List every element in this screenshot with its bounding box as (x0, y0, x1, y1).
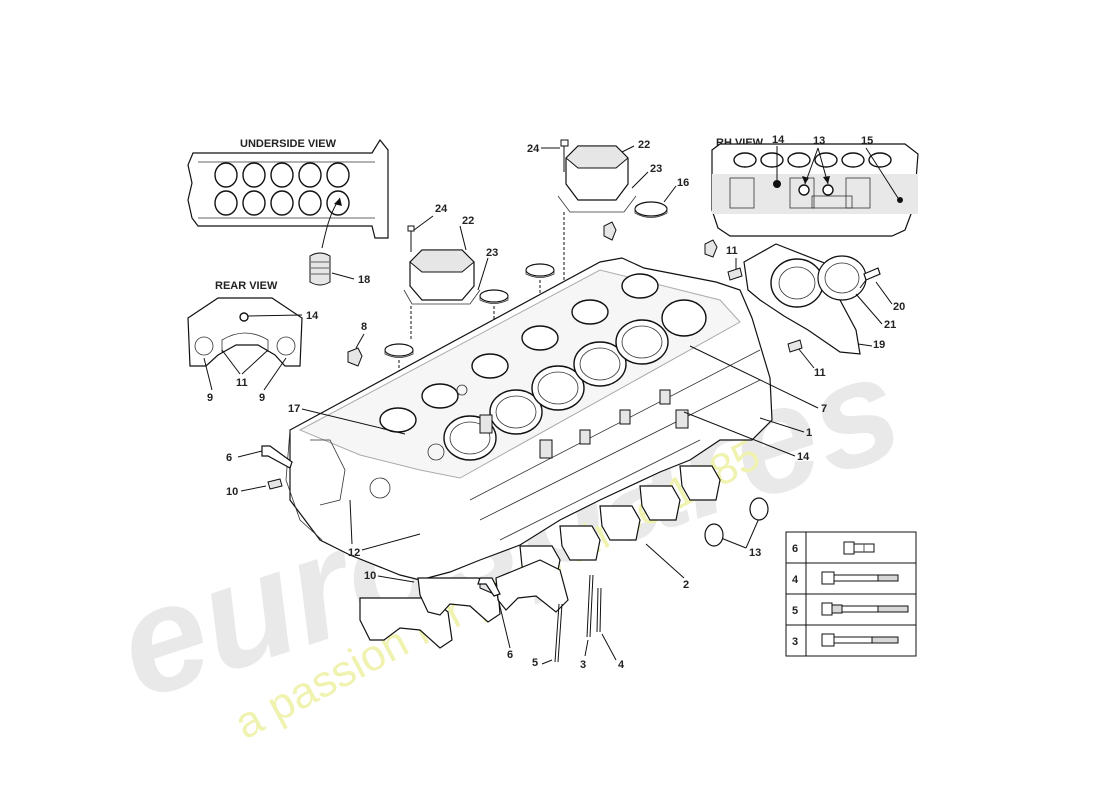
rear-view-title: REAR VIEW (215, 280, 278, 292)
callout-6-lower: 6 (507, 649, 513, 661)
callout-19: 19 (873, 339, 885, 351)
callout-10-left: 10 (226, 486, 238, 498)
callout-9-rear-left: 9 (207, 392, 213, 404)
callout-18: 18 (358, 274, 370, 286)
callout-1: 1 (806, 427, 812, 439)
callout-13-main: 13 (749, 547, 761, 559)
callout-24-right: 24 (527, 143, 540, 155)
breather-cover-left: 24 22 23 (403, 203, 498, 340)
underside-view-title: UNDERSIDE VIEW (240, 138, 337, 150)
part-18-filter: 18 (309, 252, 370, 286)
callout-12: 12 (348, 547, 360, 559)
left-callouts: 17 6 10 12 10 6 (226, 403, 513, 661)
bolt-reference-table: 6 4 5 3 (785, 531, 917, 657)
callout-7: 7 (821, 403, 827, 415)
callout-8: 8 (361, 321, 367, 333)
callout-20: 20 (893, 301, 905, 313)
callout-2: 2 (683, 579, 689, 591)
callout-11-lower: 11 (814, 367, 826, 379)
rh-view: RH VIEW 14 13 15 (711, 134, 919, 237)
callout-23-right: 23 (650, 163, 662, 175)
bolt-table-row-5: 5 (792, 605, 798, 617)
engine-block (285, 257, 773, 581)
bolt-table-row-4: 4 (792, 574, 799, 586)
breather-cover-right: 24 22 23 16 (527, 139, 689, 330)
bolt-4-icon (821, 571, 899, 585)
right-callouts: 7 1 14 2 13 (645, 345, 827, 591)
rear-seal-housing: 11 19 21 20 11 (726, 243, 905, 379)
callout-11-rear: 11 (236, 377, 248, 389)
bolt-3-icon (821, 633, 899, 647)
bolt-5-icon (821, 602, 909, 616)
main-bearing-bolts: 5 3 4 (532, 574, 625, 671)
callout-9-rear-right: 9 (259, 392, 265, 404)
callout-4: 4 (618, 659, 625, 671)
callout-14-rh: 14 (772, 134, 785, 146)
part-8-plug: 8 (347, 321, 367, 367)
underside-view: UNDERSIDE VIEW (187, 138, 389, 249)
callout-10-lower: 10 (364, 570, 376, 582)
callout-16: 16 (677, 177, 689, 189)
bolt-6-icon (843, 541, 875, 555)
callout-17: 17 (288, 403, 300, 415)
bolt-table-row-6: 6 (792, 543, 798, 555)
callout-6-left: 6 (226, 452, 232, 464)
callout-15: 15 (861, 135, 873, 147)
callout-23-left: 23 (486, 247, 498, 259)
callout-14-main: 14 (797, 451, 810, 463)
callout-21: 21 (884, 319, 896, 331)
callout-24-left: 24 (435, 203, 448, 215)
callout-22-left: 22 (462, 215, 474, 227)
freeze-plugs-top (384, 221, 718, 420)
callout-3: 3 (580, 659, 586, 671)
rear-view: REAR VIEW 14 11 9 9 (187, 280, 319, 404)
callout-22-right: 22 (638, 139, 650, 151)
bolt-table-row-3: 3 (792, 636, 798, 648)
callout-14-rear: 14 (306, 310, 319, 322)
callout-13-rh: 13 (813, 135, 825, 147)
callout-5: 5 (532, 657, 538, 669)
callout-11-top: 11 (726, 245, 738, 257)
